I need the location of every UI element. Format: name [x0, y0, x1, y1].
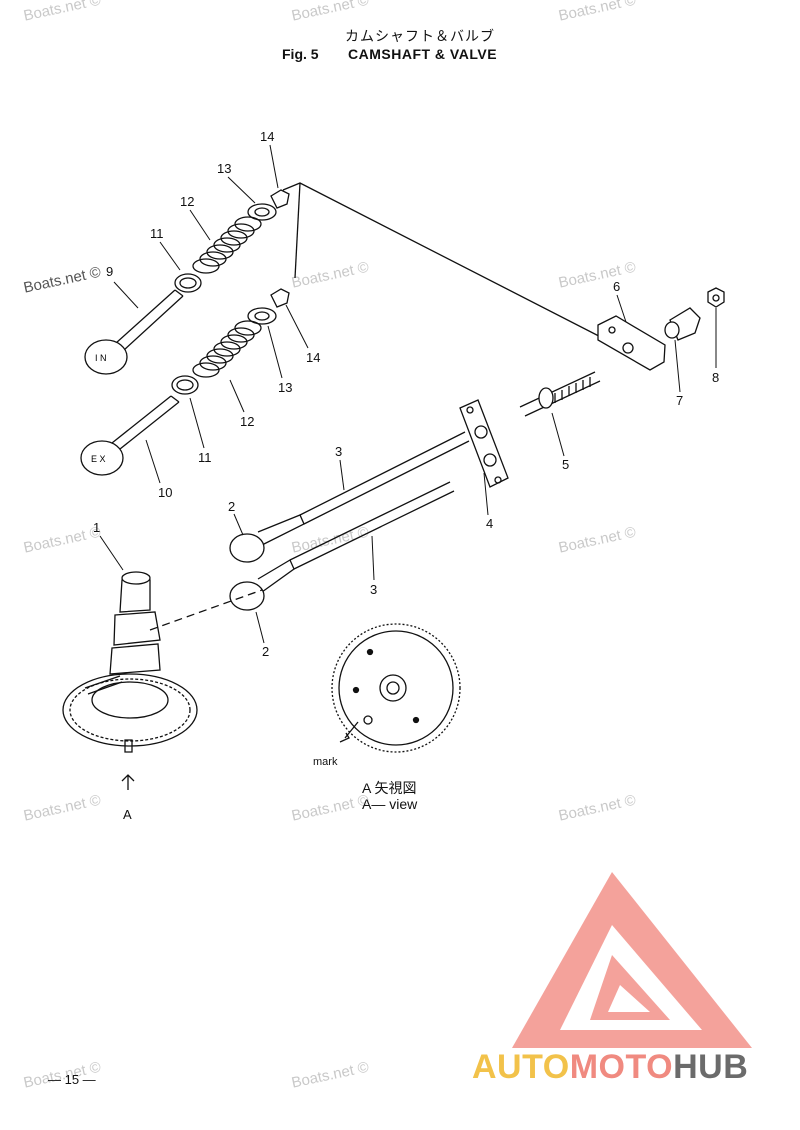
view-caption-japanese: A 矢視図	[362, 780, 417, 796]
valve-label-intake: I N	[95, 353, 107, 363]
logo-text-auto: AUTO	[472, 1048, 570, 1086]
leader-line	[285, 304, 309, 349]
callout-12-upper: 12	[180, 194, 194, 209]
leader-line	[229, 379, 245, 413]
spring-seat-11-upper	[174, 273, 202, 293]
page-number: — 15 —	[48, 1072, 96, 1087]
spring-retainer-13-upper	[247, 203, 277, 221]
callout-8: 8	[712, 370, 719, 385]
gear-a-view	[331, 623, 461, 753]
automotohub-logo-icon	[512, 872, 752, 1048]
leader-line	[483, 472, 489, 516]
leader-line	[189, 209, 211, 241]
valve-label-exhaust: E X	[91, 454, 106, 464]
leader-line	[159, 241, 181, 271]
exhaust-valve-10	[80, 395, 180, 476]
callout-3-lower: 3	[370, 582, 377, 597]
callout-9: 9	[106, 264, 113, 279]
rocker-pivot-7	[664, 307, 701, 341]
leader-line	[551, 412, 565, 457]
logo-text-moto: MOTO	[569, 1048, 674, 1086]
leader-line	[294, 182, 301, 279]
valve-spring-12-lower	[192, 320, 262, 378]
callout-11-lower: 11	[198, 450, 212, 465]
stud-bolt-5	[519, 371, 601, 417]
leader-line	[233, 513, 244, 536]
camshaft-1	[62, 571, 263, 753]
valve-keeper-14-upper	[270, 189, 290, 209]
view-a-arrow	[121, 774, 135, 790]
leader-line	[227, 176, 256, 204]
leader-line	[113, 281, 139, 309]
callout-10: 10	[158, 485, 172, 500]
spring-seat-11-lower	[171, 375, 199, 395]
automotohub-logo-text: AUTOMOTOHUB	[472, 1048, 748, 1087]
callout-5: 5	[562, 457, 569, 472]
rocker-arm-6	[597, 315, 666, 371]
callout-14-lower: 14	[306, 350, 320, 365]
intake-valve-9	[84, 289, 184, 375]
leader-line	[674, 339, 681, 393]
callout-14-upper: 14	[260, 129, 274, 144]
leader-line	[339, 459, 345, 491]
valve-spring-12-upper	[192, 216, 262, 274]
tappet-2-upper	[229, 514, 305, 563]
tappet-guide-plate-4	[459, 399, 509, 488]
mark-label: mark	[313, 756, 338, 768]
leader-line	[99, 535, 124, 571]
view-caption: A— view	[362, 796, 418, 812]
callout-1: 1	[93, 520, 100, 535]
spring-retainer-13-lower	[247, 307, 277, 325]
callout-3-upper: 3	[335, 444, 342, 459]
callout-13-upper: 13	[217, 161, 231, 176]
callout-2-lower: 2	[262, 644, 269, 659]
leader-line	[267, 325, 283, 379]
figure-title-japanese: カムシャフト＆バルブ	[345, 28, 495, 44]
callout-2-upper: 2	[228, 499, 235, 514]
callout-12-lower: 12	[240, 414, 254, 429]
nut-8	[707, 287, 725, 308]
valve-keeper-14-lower	[270, 288, 290, 308]
callout-a: A	[123, 807, 132, 822]
callout-11-upper: 11	[150, 226, 164, 241]
leader-line	[282, 182, 631, 353]
leader-line	[255, 611, 265, 644]
leader-line	[269, 144, 279, 189]
logo-text-hub: HUB	[673, 1048, 749, 1086]
figure-title: CAMSHAFT & VALVE	[348, 46, 498, 62]
leader-line	[145, 439, 161, 484]
callout-4: 4	[486, 516, 493, 531]
callout-13-lower: 13	[278, 380, 292, 395]
figure-number: Fig. 5	[282, 46, 319, 62]
tappet-2-lower	[229, 559, 295, 611]
leader-line	[616, 294, 627, 323]
pushrod-3-lower	[289, 481, 455, 570]
callout-7: 7	[676, 393, 683, 408]
pushrod-3-upper	[299, 431, 470, 525]
leader-line	[371, 535, 375, 581]
callout-6: 6	[613, 279, 620, 294]
leader-line	[189, 397, 205, 449]
